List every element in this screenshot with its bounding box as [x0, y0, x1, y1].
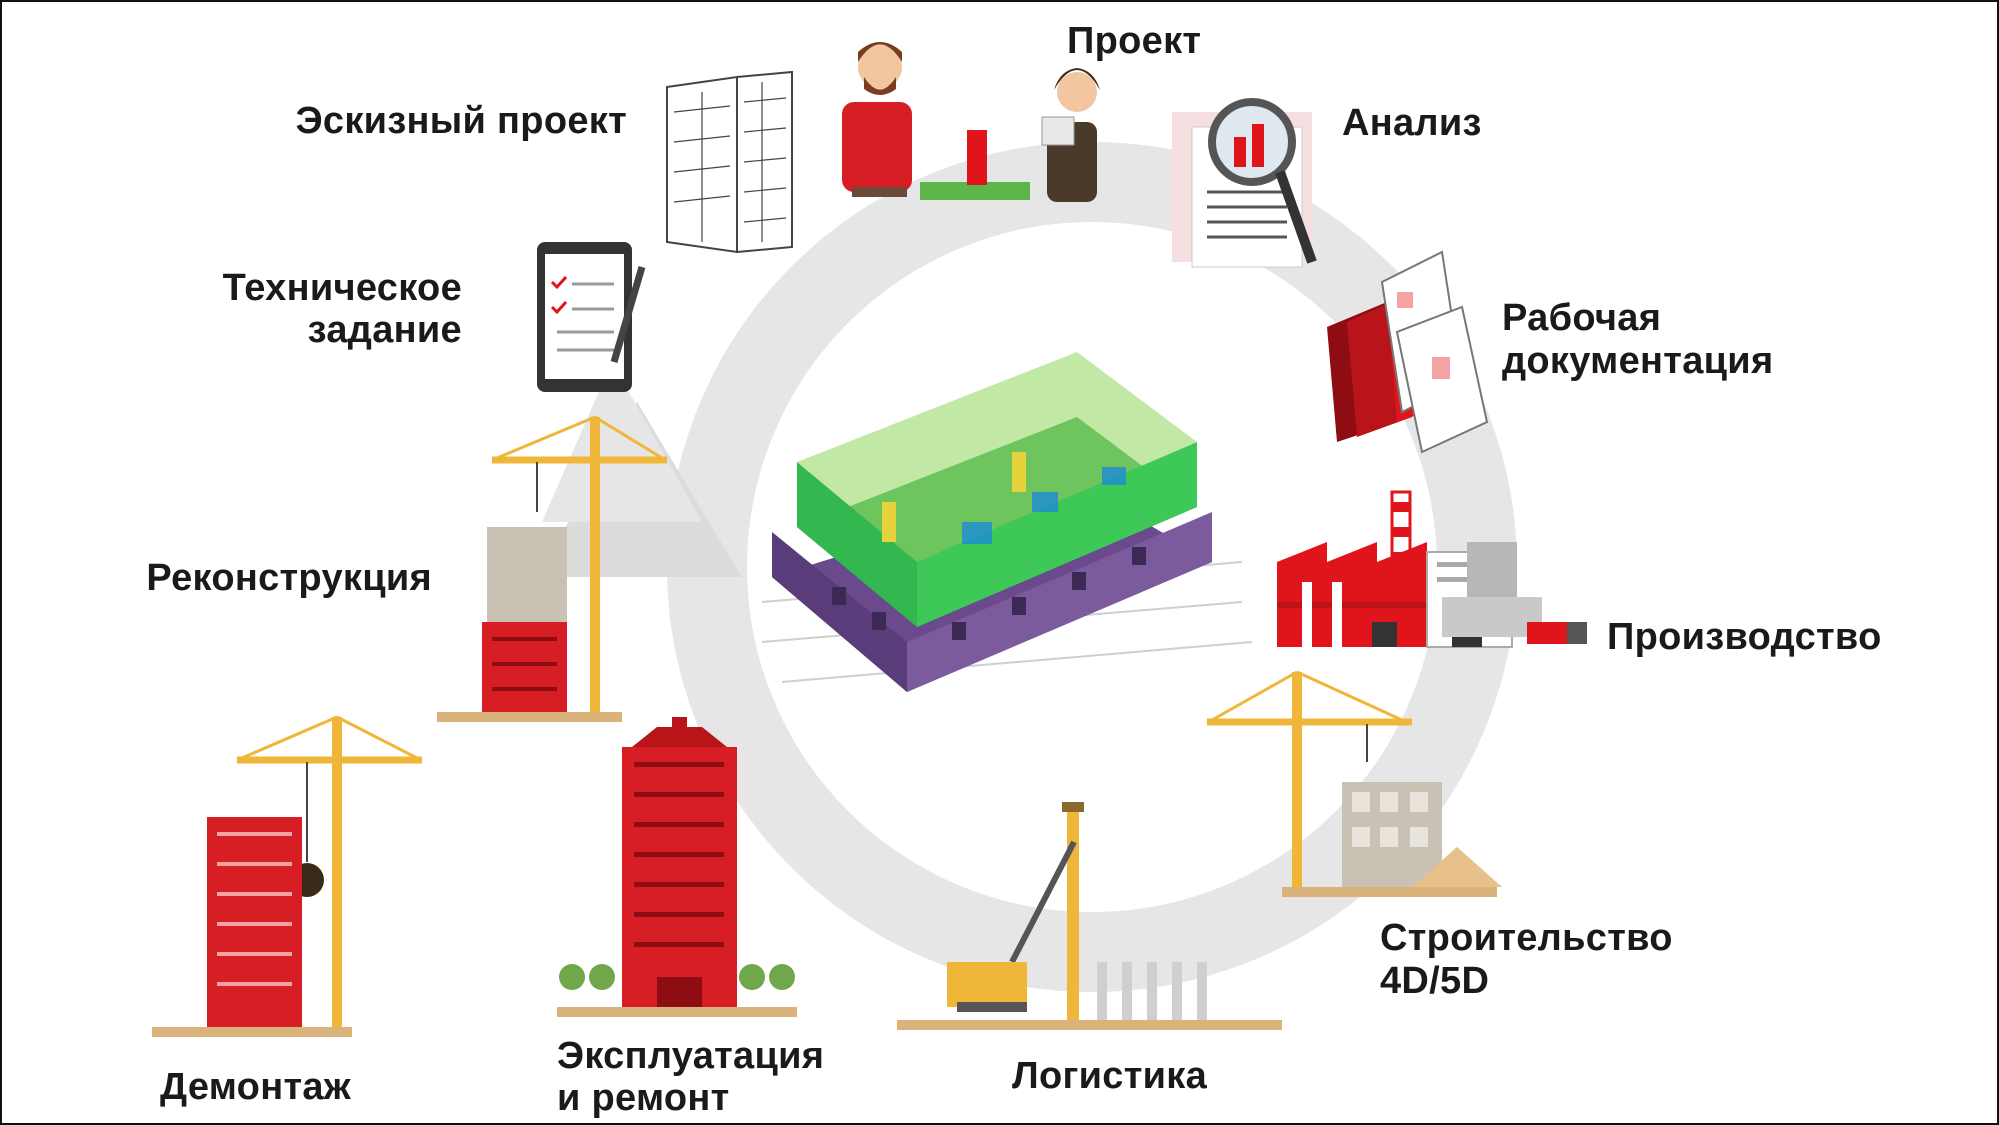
- label-tech-task-1: Техническое: [222, 267, 462, 309]
- documents-icon: [1327, 250, 1489, 454]
- bim-model-icon: [761, 352, 1253, 692]
- label-working-docs-1: Рабочая: [1502, 297, 1662, 339]
- label-project: Проект: [1067, 20, 1202, 62]
- demolition-crane-icon: [152, 715, 422, 1037]
- label-construction-1: Строительство: [1380, 917, 1673, 959]
- pile-driver-icon: [897, 802, 1282, 1030]
- label-tech-task-2: задание: [307, 309, 462, 351]
- factory-icon: [1277, 490, 1587, 648]
- label-logistics: Логистика: [1012, 1055, 1208, 1097]
- sketch-building-icon: [666, 70, 793, 254]
- label-reconstruction: Реконструкция: [146, 557, 432, 599]
- red-tower-icon: [557, 717, 797, 1017]
- presenters-icon: [842, 42, 1100, 202]
- label-working-docs-2: документация: [1502, 340, 1774, 382]
- label-operation-1: Эксплуатация: [557, 1035, 825, 1077]
- label-production: Производство: [1607, 616, 1882, 658]
- label-sketch-project: Эскизный проект: [295, 100, 627, 142]
- label-analysis: Анализ: [1342, 102, 1482, 144]
- label-demolition: Демонтаж: [160, 1066, 352, 1108]
- label-operation-2: и ремонт: [557, 1077, 730, 1119]
- crane-construction-icon: [1207, 670, 1502, 897]
- magnifier-report-icon: [1172, 98, 1317, 268]
- reconstruction-crane-icon: [437, 415, 667, 722]
- label-construction-2: 4D/5D: [1380, 960, 1490, 1002]
- tablet-checklist-icon: [537, 242, 646, 392]
